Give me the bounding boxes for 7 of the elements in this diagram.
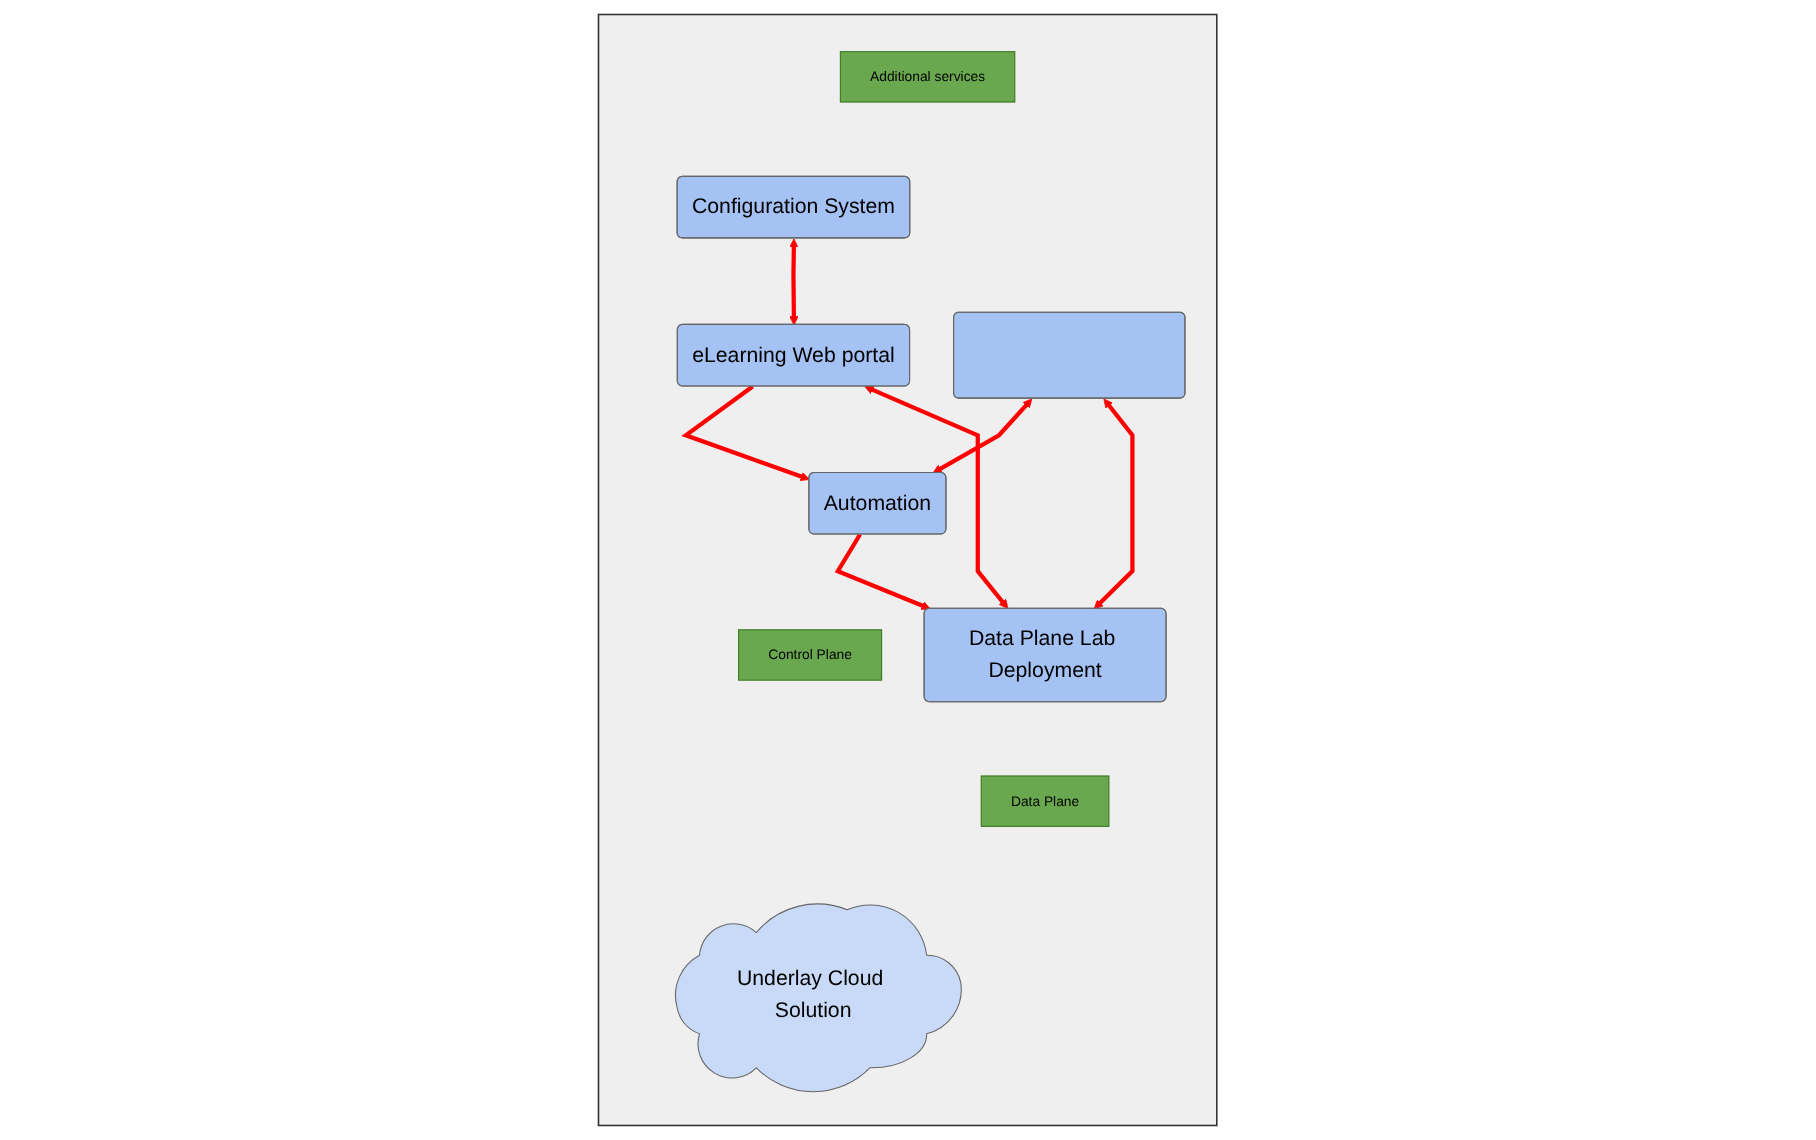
- arrow: [835, 533, 931, 610]
- arrow: [1094, 398, 1135, 610]
- arrow: [864, 385, 1009, 609]
- arrow: [932, 398, 1033, 474]
- cluster: [598, 13, 1218, 1127]
- arrow: [681, 384, 811, 481]
- arrow: [789, 238, 799, 326]
